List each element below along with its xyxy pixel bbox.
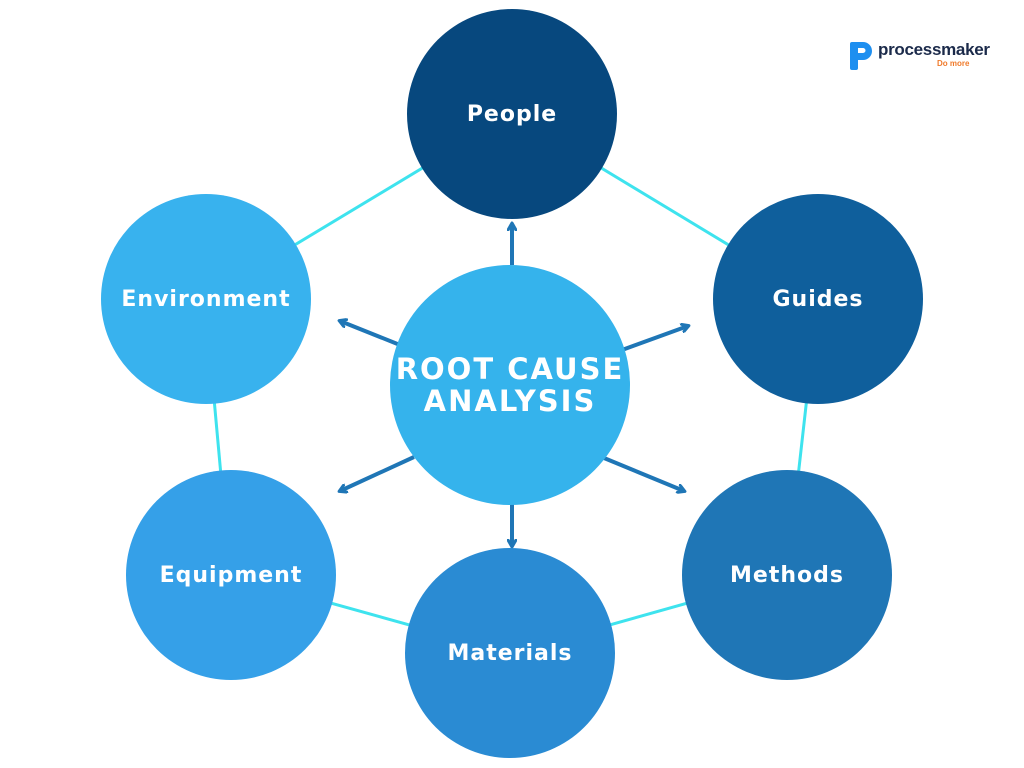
node-root-cause-analysis: ROOT CAUSE ANALYSIS [390,265,630,505]
node-materials: Materials [405,548,615,758]
logo-name: processmaker [878,40,990,59]
arrow-to-equipment [340,455,415,491]
arrow-to-guides [621,326,688,352]
node-label-guides: Guides [772,286,864,312]
node-label-environment: Environment [121,286,291,312]
processmaker-logo-icon [850,42,872,70]
node-environment: Environment [101,194,311,404]
node-label-people: People [466,101,558,127]
arrow-to-environment [340,321,401,347]
node-label-equipment: Equipment [159,562,303,588]
arrow-to-methods [603,456,684,491]
node-guides: Guides [713,194,923,404]
node-label-materials: Materials [447,640,573,666]
processmaker-logo: processmaker Do more [848,38,990,74]
node-label-methods: Methods [730,562,844,588]
node-methods: Methods [682,470,892,680]
center-label: ROOT CAUSE ANALYSIS [395,352,625,418]
node-equipment: Equipment [126,470,336,680]
node-people: People [407,9,617,219]
logo-tagline: Do more [937,59,970,68]
